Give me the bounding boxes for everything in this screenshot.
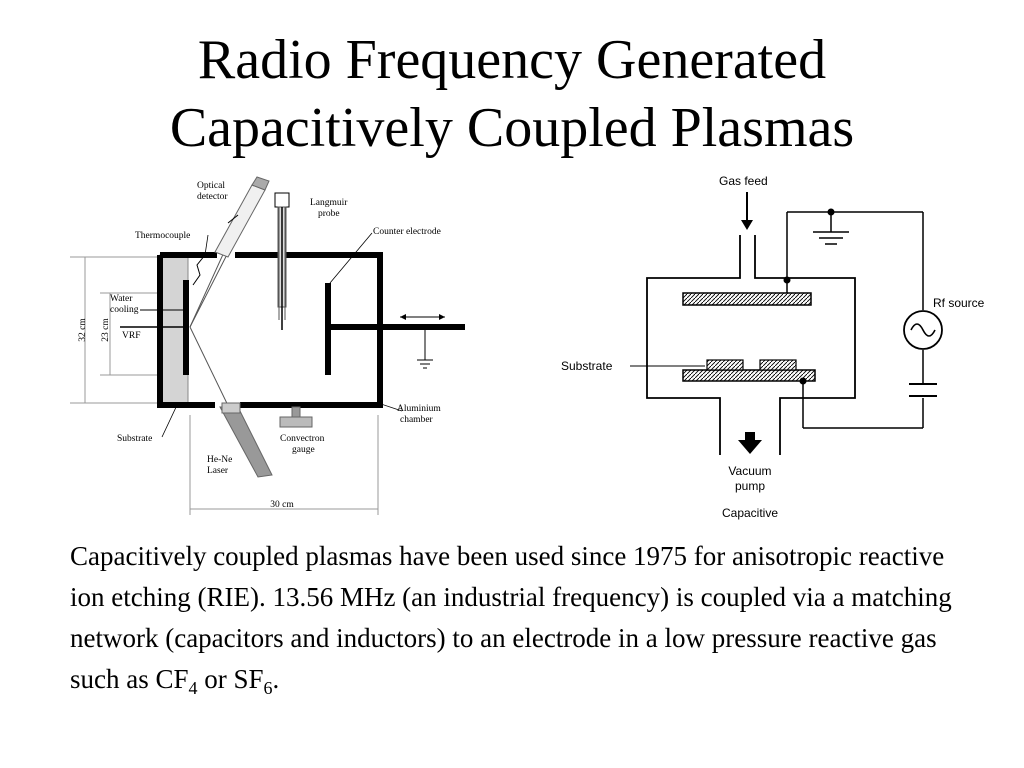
body-subscript-2: 6 [263, 678, 273, 698]
label-dim-23: 23 cm [101, 318, 111, 342]
label-water-cooling-1: Water [110, 294, 133, 304]
label-counter-electrode: Counter electrode [373, 227, 441, 237]
top-electrode [682, 292, 812, 306]
junction-ground [827, 208, 835, 216]
label-gas-feed: Gas feed [719, 174, 768, 188]
label-langmuir-probe-1: Langmuir [310, 198, 348, 208]
label-vrf: VRF [122, 331, 140, 341]
label-aluminium-chamber-1: Aluminium [397, 404, 441, 414]
label-dim-30: 30 cm [270, 500, 294, 510]
label-vacuum-pump-2: pump [735, 479, 765, 493]
bottom-electrode [682, 369, 816, 382]
langmuir-probe [274, 192, 290, 330]
label-convectron-gauge-1: Convectron [280, 434, 325, 444]
label-vacuum-pump-1: Vacuum [728, 464, 771, 478]
counter-electrode [325, 283, 465, 375]
chamber-diagram: Optical detector Langmuir probe Counter … [70, 176, 465, 515]
label-substrate-right: Substrate [561, 359, 613, 373]
label-rf-source: Rf source [933, 296, 985, 310]
label-dim-32: 32 cm [78, 318, 88, 342]
label-aluminium-chamber-2: chamber [400, 415, 434, 425]
label-optical-detector-2: detector [197, 192, 228, 202]
capacitive-discharge-diagram: Gas feed Rf source Substrate Vacuum pump… [561, 174, 985, 520]
junction-bottom-electrode [799, 377, 807, 385]
laser-tube [219, 402, 273, 478]
title-line-1: Radio Frequency Generated [197, 29, 827, 91]
label-substrate: Substrate [117, 434, 152, 444]
substrate-wafer-1 [706, 359, 744, 371]
junction-top-electrode [783, 276, 791, 284]
body-text-part-3: . [272, 664, 280, 694]
blocking-capacitor [909, 383, 937, 397]
label-thermocouple: Thermocouple [135, 231, 190, 241]
body-subscript-1: 4 [188, 678, 198, 698]
rf-source [903, 310, 943, 350]
label-laser-2: Laser [207, 466, 229, 476]
body-text: Capacitively coupled plasmas have been u… [70, 536, 970, 700]
laser-beams [189, 189, 261, 421]
gas-feed-arrow [741, 192, 753, 230]
body-text-part-1: Capacitively coupled plasmas have been u… [70, 541, 952, 694]
label-laser-1: He-Ne [207, 455, 232, 465]
leader-lines [161, 232, 403, 438]
label-langmuir-probe-2: probe [318, 209, 340, 219]
label-convectron-gauge-2: gauge [292, 445, 315, 455]
convectron-gauge [279, 406, 313, 428]
label-capacitive: Capacitive [722, 506, 778, 520]
vacuum-pump-arrow [738, 432, 762, 454]
optical-detector [214, 176, 270, 258]
label-optical-detector-1: Optical [197, 181, 225, 191]
thermocouple-wire [192, 254, 206, 286]
dimension-lines [70, 256, 379, 515]
slide-title: Radio Frequency Generated Capacitively C… [0, 26, 1024, 162]
substrate-wafer-2 [759, 359, 797, 371]
discharge-chamber [646, 235, 856, 455]
title-line-2: Capacitively Coupled Plasmas [169, 97, 855, 159]
body-text-part-2: or SF [197, 664, 264, 694]
label-water-cooling-2: cooling [110, 305, 139, 315]
